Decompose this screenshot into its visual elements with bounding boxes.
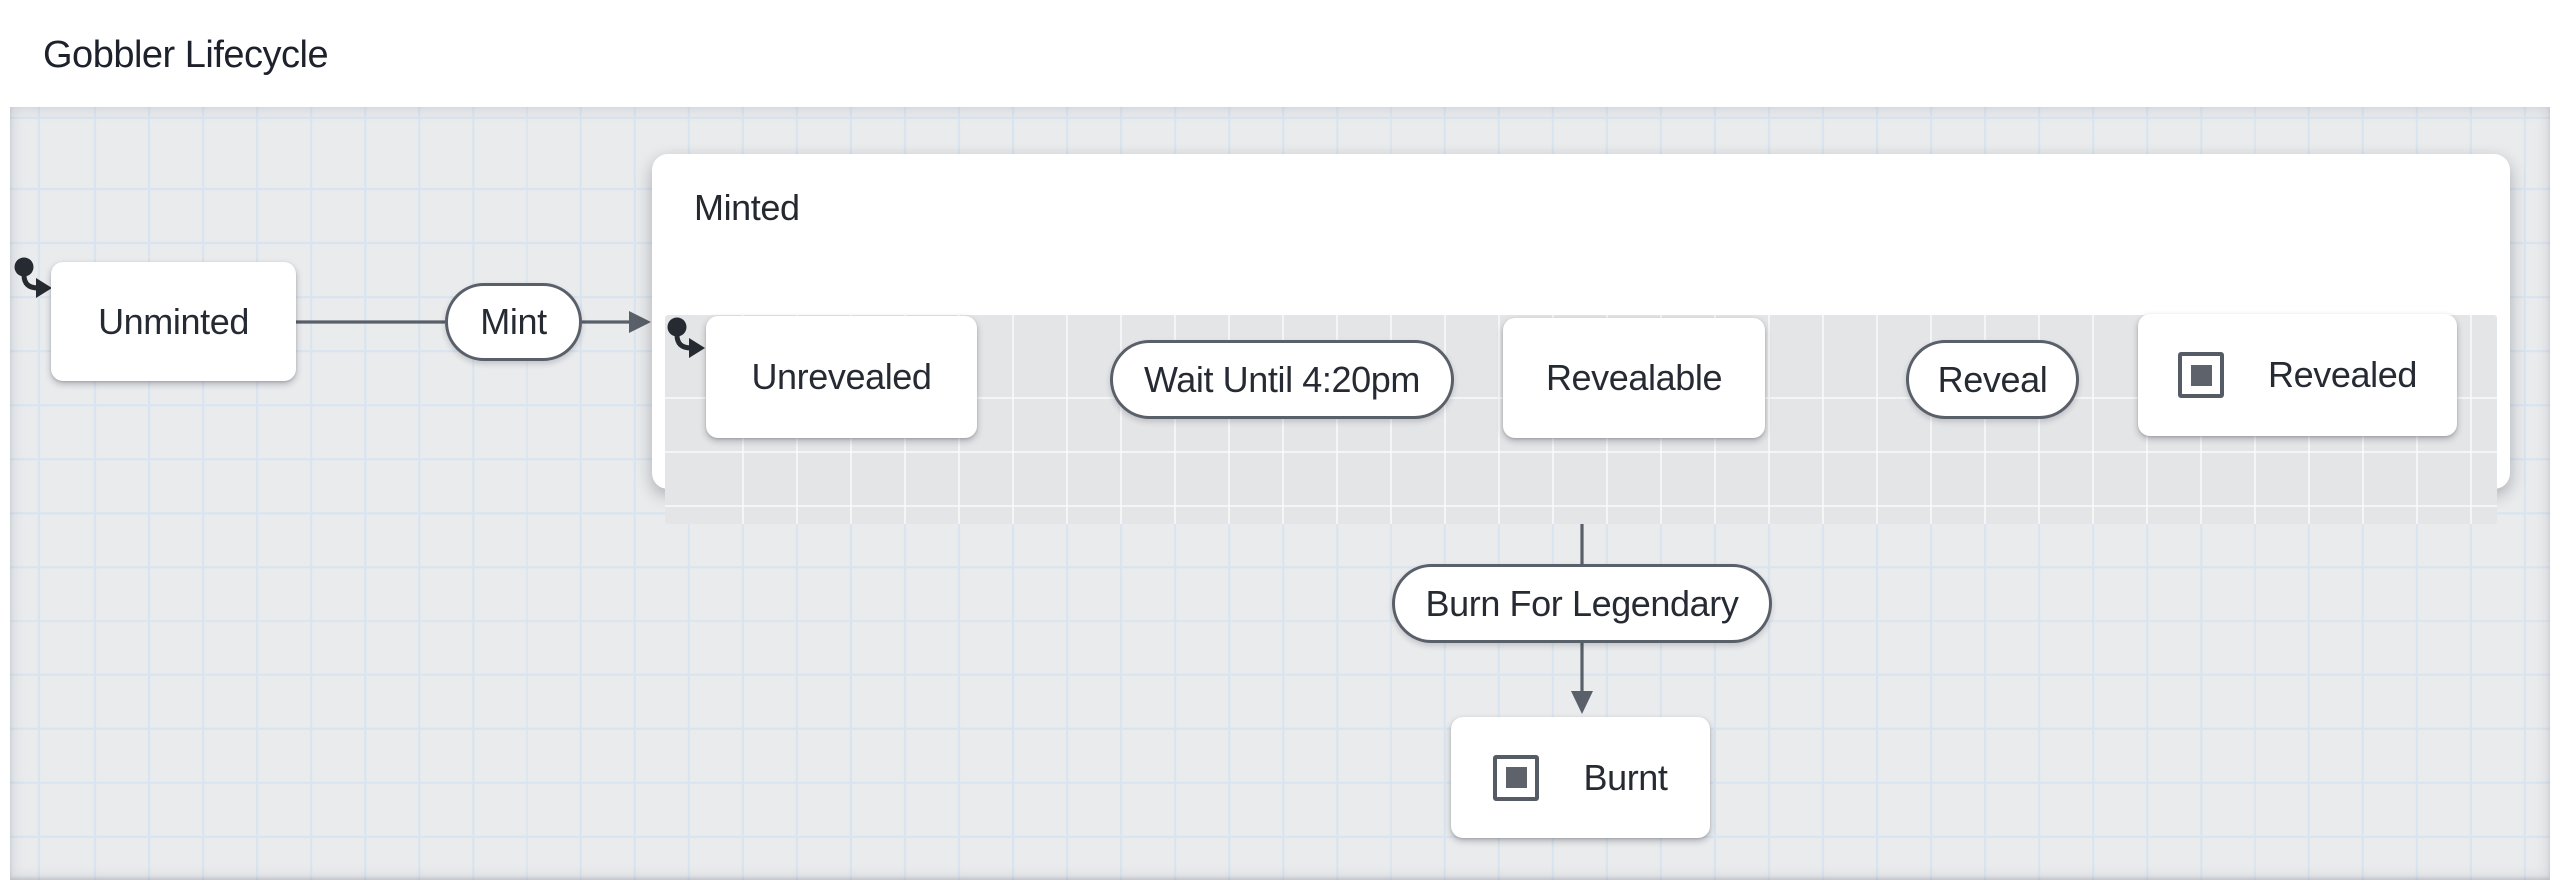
node-unrevealed[interactable]: Unrevealed xyxy=(706,316,977,438)
node-burnt-label: Burnt xyxy=(1583,756,1668,798)
node-burnt[interactable]: Burnt xyxy=(1451,717,1710,838)
transition-burn-for-legendary-label: Burn For Legendary xyxy=(1425,582,1739,624)
node-revealed[interactable]: Revealed xyxy=(2138,314,2457,436)
transition-mint[interactable]: Mint xyxy=(445,283,582,361)
node-minted-label: Minted xyxy=(694,187,800,228)
node-unminted-label: Unminted xyxy=(98,300,249,342)
page-title: Gobbler Lifecycle xyxy=(43,34,329,76)
transition-reveal-label: Reveal xyxy=(1937,358,2048,400)
transition-reveal[interactable]: Reveal xyxy=(1906,340,2079,419)
transition-wait-until-420pm[interactable]: Wait Until 4:20pm xyxy=(1110,340,1454,419)
transition-burn-for-legendary[interactable]: Burn For Legendary xyxy=(1392,564,1772,643)
final-state-icon xyxy=(2178,352,2225,398)
node-revealable[interactable]: Revealable xyxy=(1503,318,1765,438)
node-unminted[interactable]: Unminted xyxy=(51,262,296,381)
transition-wait-until-420pm-label: Wait Until 4:20pm xyxy=(1144,358,1420,400)
node-revealable-label: Revealable xyxy=(1545,357,1723,398)
node-unrevealed-label: Unrevealed xyxy=(751,356,932,397)
arrowhead-mint-minted xyxy=(629,311,651,333)
final-state-icon xyxy=(1493,754,1540,801)
transition-mint-label: Mint xyxy=(480,301,547,342)
node-revealed-label: Revealed xyxy=(2268,354,2417,395)
arrowhead-burn-burnt xyxy=(1571,691,1593,714)
diagram-canvas[interactable]: Unminted Mint Minted Unrevealed Wait Unt… xyxy=(10,107,2550,880)
